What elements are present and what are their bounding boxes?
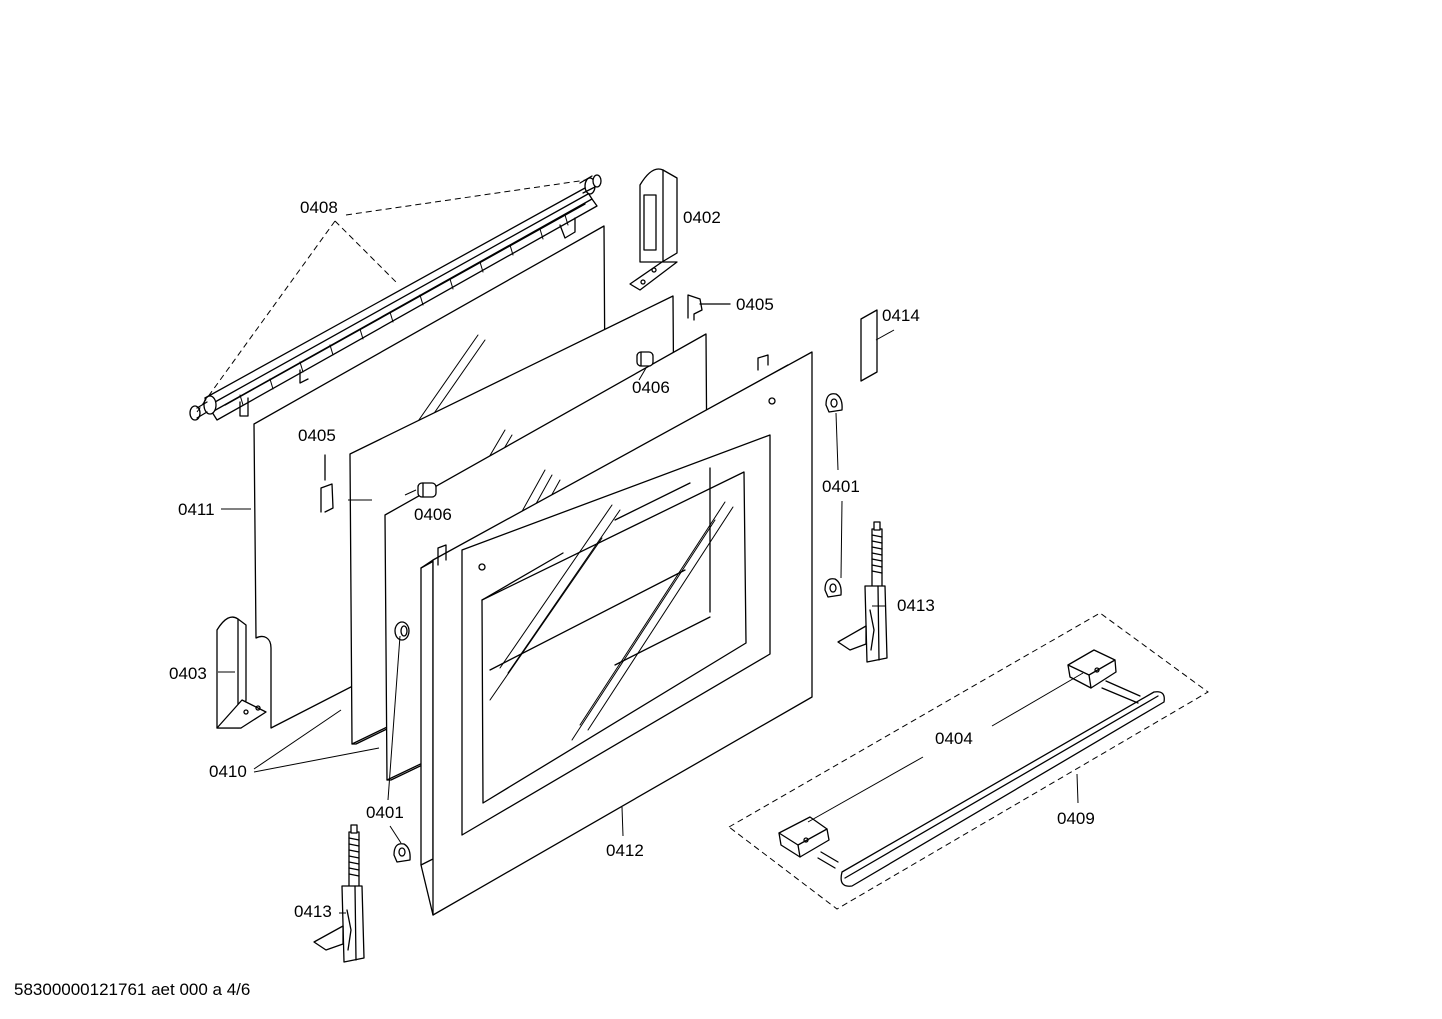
part-0413-hinge-right <box>837 521 888 663</box>
part-0405-clip-top <box>687 294 731 321</box>
label-0404: 0404 <box>935 729 973 748</box>
label-0406-top: 0406 <box>632 378 670 397</box>
label-0414: 0414 <box>882 306 920 325</box>
part-0413-hinge-bottom <box>313 824 365 963</box>
label-0406-left: 0406 <box>414 505 452 524</box>
part-0401-guide-right-bottom <box>824 578 842 598</box>
part-0403-bracket <box>216 616 267 729</box>
part-0401-guide-right-top <box>825 393 843 413</box>
label-0405-top: 0405 <box>736 295 774 314</box>
part-0409-handle <box>778 649 1165 887</box>
label-0401-bottom: 0401 <box>366 803 404 822</box>
label-0401-right: 0401 <box>822 477 860 496</box>
label-0412: 0412 <box>606 841 644 860</box>
part-0402-bracket <box>629 168 678 291</box>
part-0405-clip-left <box>320 454 334 513</box>
label-0411: 0411 <box>178 500 215 519</box>
part-0408-top-rail <box>189 174 602 421</box>
label-0402: 0402 <box>683 208 721 227</box>
drawing-id: 58300000121761 aet 000 a 4/6 <box>14 980 251 999</box>
part-0406-clip-left <box>417 482 437 498</box>
dashed-group-outlines <box>196 179 1209 910</box>
label-0405-left: 0405 <box>298 426 336 445</box>
label-0410: 0410 <box>209 762 247 781</box>
part-0406-clip-top <box>636 351 654 367</box>
part-0401-guide-bottom <box>393 843 411 863</box>
label-0413-right: 0413 <box>897 596 935 615</box>
label-0408: 0408 <box>300 198 338 217</box>
leader-lines <box>218 329 1084 914</box>
part-0414-strip <box>860 309 878 382</box>
label-0409: 0409 <box>1057 809 1095 828</box>
part-0412-outer-door <box>420 351 813 916</box>
label-0413-bottom: 0413 <box>294 902 332 921</box>
label-0403: 0403 <box>169 664 207 683</box>
